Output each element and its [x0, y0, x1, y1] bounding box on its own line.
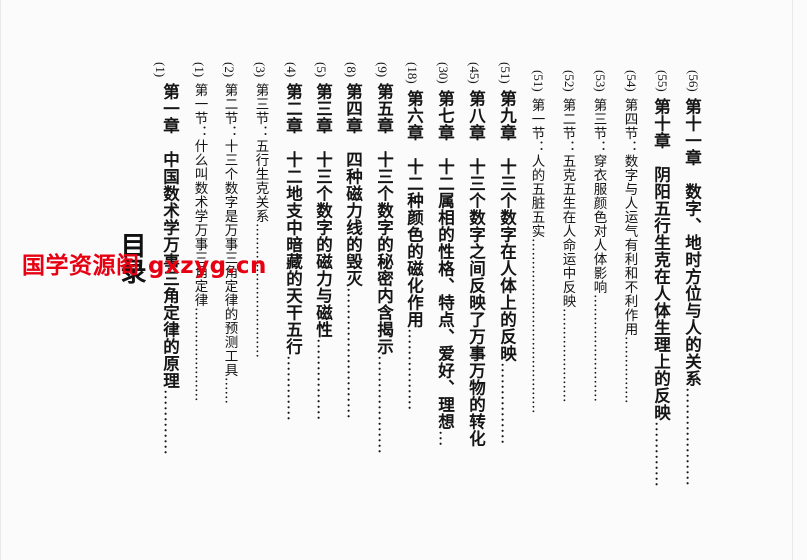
toc-entry-leader: ……………	[497, 361, 517, 445]
toc-chapter-entry: 第十章 阴阳五行生克在人体生理上的反映…………	[651, 97, 671, 487]
toc-entry-page-number: (1)	[192, 62, 207, 78]
toc-entry-page-number: (3)	[253, 62, 268, 78]
toc-entry-leader: ……………	[621, 335, 638, 404]
toc-entry-title: 第一章 中国数术学万事三角定律的原理	[160, 83, 180, 390]
toc-entry-page-number: (1)	[153, 62, 168, 78]
toc-entry-title: 第六章 十二种颜色的磁化作用	[404, 89, 424, 328]
toc-entry-leader: ………………	[682, 386, 702, 486]
toc-entry-page-number: (51)	[498, 62, 513, 84]
toc-entry-title: 第七章 十二属相的性格、特点、爱好、理想	[435, 89, 455, 430]
toc-section-entry: 第一节：什么叫数术学万事三角定律…………………	[191, 83, 208, 402]
toc-entry-title: 第十章 阴阳五行生克在人体生理上的反映	[651, 97, 671, 421]
toc-entry-page-number: (53)	[593, 70, 608, 92]
toc-entry-title: 第三章 十三个数字的磁力与磁性	[313, 83, 333, 339]
toc-entry-page-number: (56)	[686, 70, 701, 92]
toc-entry-page-number: (9)	[375, 62, 390, 78]
toc-entry-leader: ……	[221, 377, 238, 405]
toc-entry-title: 第二节：五克五生在人命运中反映	[559, 97, 576, 308]
toc-entry-leader: ……………	[404, 327, 424, 411]
toc-section-entry: 第二节：十三个数字是万事三角定律的预测工具……	[221, 83, 238, 405]
toc-section-entry: 第一节：人的五脏五实…………………………………	[528, 97, 545, 414]
toc-chapter-entry: 第六章 十二种颜色的磁化作用……………	[404, 89, 424, 411]
toc-section-entry: 第二节：五克五生在人命运中反映…………………	[559, 97, 576, 403]
toc-entry-title: 第四节：数字与人运气有利和不利作用	[621, 97, 638, 336]
scan-edge-right	[792, 0, 793, 560]
toc-entry-leader: …………	[283, 355, 303, 422]
toc-chapter-entry: 第三章 十三个数字的磁力与磁性……………	[313, 83, 333, 421]
toc-section-entry: 第三节：五行生克关系…………………………	[252, 83, 269, 359]
toc-entry-leader: ………………	[374, 355, 394, 455]
toc-entry-title: 第九章 十三个数字在人体上的反映	[497, 89, 517, 362]
toc-entry-page-number: (51)	[531, 70, 546, 92]
toc-entry-leader: …	[435, 429, 455, 447]
toc-entry-title: 第三节：穿衣服颜色对人体影响	[590, 97, 607, 294]
toc-entry-leader: …………………	[559, 307, 576, 403]
toc-entry-page-number: (52)	[562, 70, 577, 92]
toc-section-entry: 第三节：穿衣服颜色对人体影响……………………	[590, 97, 607, 402]
toc-entry-page-number: (54)	[624, 70, 639, 92]
toc-entry-page-number: (2)	[222, 62, 237, 78]
toc-entry-title: 第一节：什么叫数术学万事三角定律	[191, 83, 208, 308]
watermark-text: 国学资源阁 gxzyg.cn	[22, 253, 267, 279]
toc-entry-page-number: (30)	[436, 62, 451, 84]
scan-edge-left	[0, 0, 1, 560]
toc-entry-leader: ……………………	[343, 287, 363, 420]
toc-entry-page-number: (45)	[467, 62, 482, 84]
toc-heading: 目录	[116, 232, 146, 284]
toc-entry-title: 第十一章 数字、地时方位与人的关系	[682, 97, 702, 387]
toc-entry-leader: ……………………	[590, 293, 607, 402]
toc-entry-leader: ……………	[313, 338, 333, 421]
toc-entry-leader: …………	[160, 389, 180, 456]
toc-entry-title: 第五章 十三个数字的秘密内含揭示	[374, 83, 394, 356]
toc-entry-leader: …………	[651, 420, 671, 487]
toc-chapter-entry: 第二章 十二地支中暗藏的天干五行…………	[283, 83, 303, 422]
toc-entry-leader: …………………………………	[528, 237, 545, 414]
toc-entry-title: 第一节：人的五脏五实	[528, 97, 545, 238]
toc-chapter-entry: 第十一章 数字、地时方位与人的关系………………	[682, 97, 702, 486]
toc-chapter-entry: 第八章 十三个数字之间反映了万事万物的转化	[466, 89, 486, 447]
toc-chapter-entry: 第四章 四种磁力线的毁灭……………………	[343, 83, 363, 420]
toc-entry-title: 第三节：五行生克关系	[252, 83, 269, 224]
toc-entry-title: 第二节：十三个数字是万事三角定律的预测工具	[221, 83, 238, 378]
toc-chapter-entry: 第七章 十二属相的性格、特点、爱好、理想…	[435, 89, 455, 447]
toc-entry-page-number: (18)	[405, 62, 420, 84]
toc-entry-title: 第四章 四种磁力线的毁灭	[343, 83, 363, 288]
toc-section-entry: 第四节：数字与人运气有利和不利作用……………	[621, 97, 638, 404]
toc-entry-page-number: (4)	[284, 62, 299, 78]
toc-chapter-entry: 第五章 十三个数字的秘密内含揭示………………	[374, 83, 394, 455]
toc-entry-page-number: (8)	[344, 62, 359, 78]
toc-chapter-entry: 第九章 十三个数字在人体上的反映……………	[497, 89, 517, 445]
toc-entry-page-number: (5)	[314, 62, 329, 78]
toc-entry-leader: …………………	[191, 307, 208, 402]
toc-entry-title: 第二章 十二地支中暗藏的天干五行	[283, 83, 303, 356]
toc-chapter-entry: 第一章 中国数术学万事三角定律的原理…………	[160, 83, 180, 456]
toc-entry-page-number: (55)	[655, 70, 670, 92]
toc-entry-leader: …………………………	[252, 223, 269, 359]
toc-entry-title: 第八章 十三个数字之间反映了万事万物的转化	[466, 89, 486, 447]
